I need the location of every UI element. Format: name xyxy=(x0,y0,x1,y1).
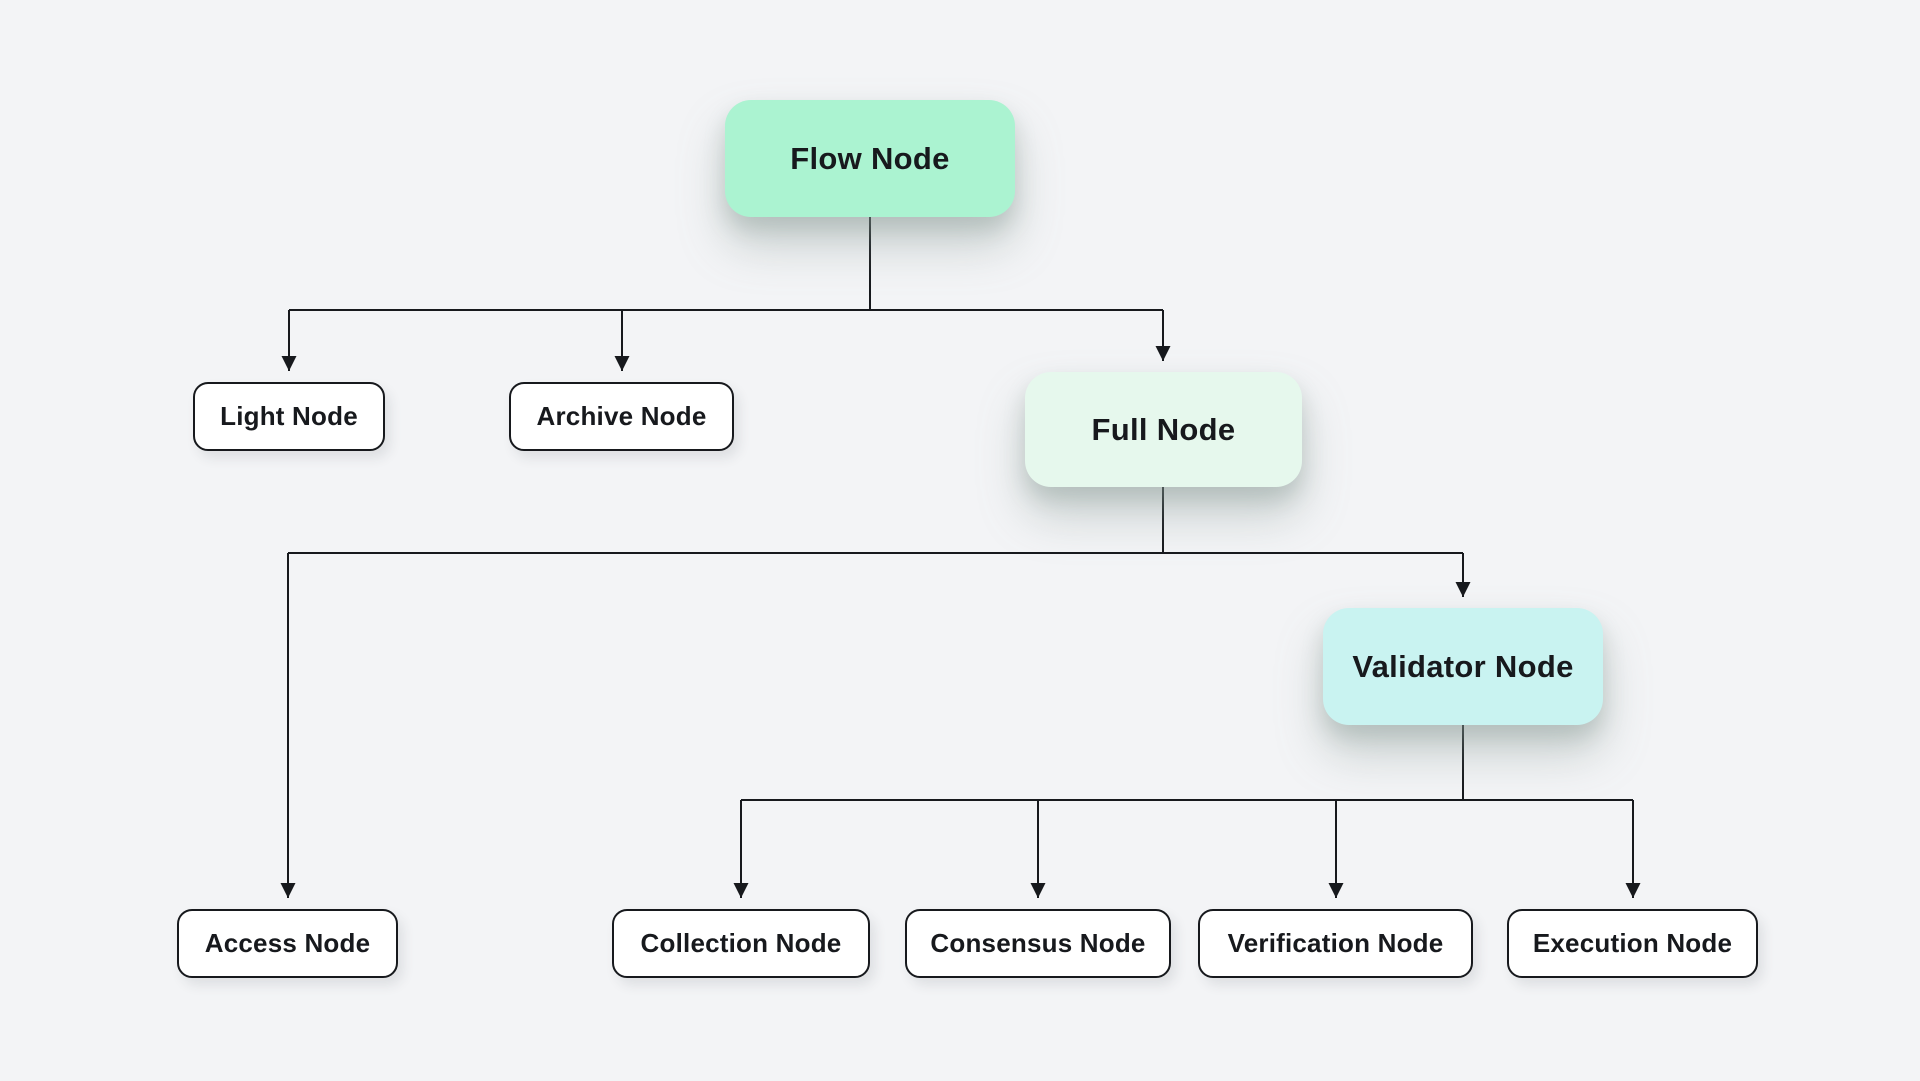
node-light: Light Node xyxy=(193,382,385,451)
node-flow: Flow Node xyxy=(725,100,1015,217)
node-archive: Archive Node xyxy=(509,382,734,451)
node-access: Access Node xyxy=(177,909,398,978)
node-execution: Execution Node xyxy=(1507,909,1758,978)
node-full: Full Node xyxy=(1025,372,1302,487)
node-consensus: Consensus Node xyxy=(905,909,1171,978)
connector-flow-children xyxy=(281,217,1171,371)
connector-full-children xyxy=(280,487,1471,898)
node-validator: Validator Node xyxy=(1323,608,1603,725)
node-verification: Verification Node xyxy=(1198,909,1473,978)
node-collection: Collection Node xyxy=(612,909,870,978)
connector-validator-children xyxy=(733,725,1641,898)
